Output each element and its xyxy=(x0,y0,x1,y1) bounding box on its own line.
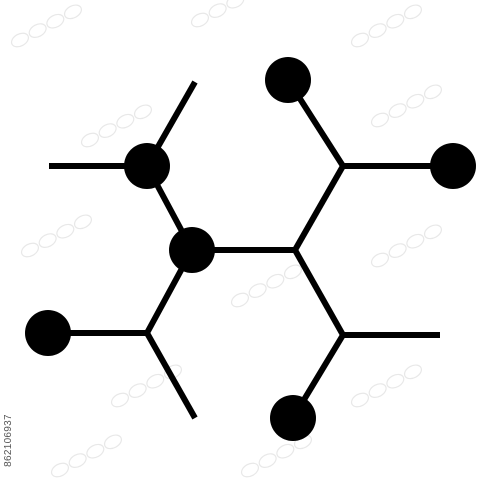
atom-group xyxy=(25,57,476,441)
stock-id-label: 862106937 xyxy=(2,413,14,467)
atom-upper-left xyxy=(124,143,170,189)
atom-top-right xyxy=(265,57,311,103)
bond-group xyxy=(48,78,453,420)
bond-lower-left-arm xyxy=(144,331,198,420)
atom-far-right xyxy=(430,143,476,189)
bond-center-to-upper-right xyxy=(292,164,346,252)
atom-center-left xyxy=(169,227,215,273)
atom-far-left xyxy=(25,310,71,356)
bond-center-to-lower-right xyxy=(292,248,346,337)
stock-id-label-wrapper: 862106937 xyxy=(1,390,15,490)
atom-bottom xyxy=(270,395,316,441)
